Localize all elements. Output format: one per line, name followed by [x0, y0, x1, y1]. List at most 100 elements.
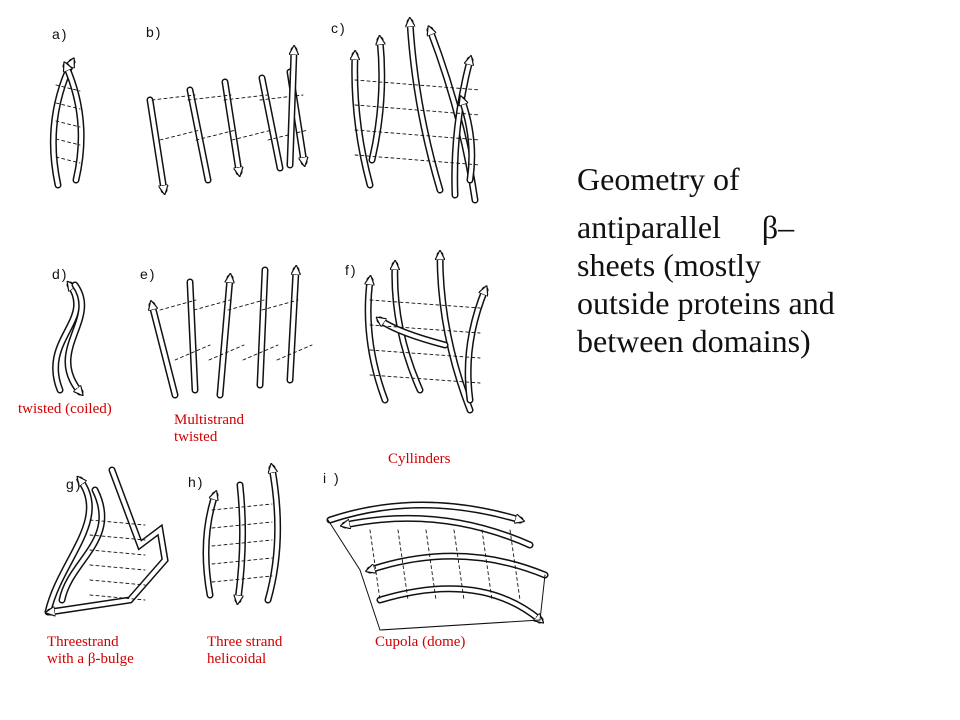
strand-30-core — [204, 495, 215, 597]
strand-18-core — [188, 280, 197, 392]
hbond-line — [55, 102, 81, 110]
hbond-line — [425, 529, 437, 601]
hbond-line — [174, 344, 211, 361]
hbond-line — [354, 129, 481, 141]
cupola-outline — [327, 519, 546, 631]
caption-f-line-1: Cyllinders — [388, 451, 451, 467]
strand-22-core — [368, 280, 387, 402]
hbond-line — [369, 299, 481, 309]
caption-h: Three strand helicoidal — [207, 634, 282, 668]
panel-label-b: b) — [146, 24, 163, 40]
hbond-line — [195, 129, 237, 141]
strand-24-core — [440, 255, 472, 412]
hbond-line — [55, 156, 81, 164]
hbond-line — [89, 519, 146, 526]
strand-26-core — [380, 320, 447, 347]
strand-5-core — [223, 80, 239, 172]
hbond-line — [211, 575, 273, 583]
hbond-line — [159, 299, 197, 311]
strand-20-core — [258, 268, 267, 387]
hbond-line — [211, 503, 273, 511]
strand-9-core — [355, 55, 372, 187]
hbond-line — [89, 594, 146, 601]
hbond-line — [261, 299, 299, 311]
hbond-line — [397, 529, 409, 601]
panel-label-e: e) — [140, 266, 157, 282]
hbond-line — [89, 549, 146, 556]
strand-8-core — [288, 50, 294, 167]
hbond-line — [208, 344, 245, 361]
strand-29-core — [50, 468, 168, 612]
hbond-line — [187, 94, 232, 101]
panel-label-i: i ) — [323, 470, 341, 486]
hbond-line — [193, 299, 231, 311]
panel-label-f: f) — [345, 262, 358, 278]
panel-label-d: d) — [52, 266, 69, 282]
hbond-line — [276, 344, 313, 361]
hbond-line — [369, 324, 481, 334]
hbond-line — [481, 529, 493, 601]
caption-e: Multistrand twisted — [174, 412, 244, 446]
hbond-line — [509, 529, 521, 601]
caption-g: Threestrand with a β-bulge — [47, 634, 134, 668]
strand-28-core — [60, 488, 104, 602]
caption-h-line-1: Three strand — [207, 634, 283, 650]
caption-i-line-1: Cupola (dome) — [375, 634, 466, 650]
hbond-line — [369, 529, 381, 601]
caption-e-line-2: twisted — [174, 429, 218, 445]
strand-2-core — [66, 66, 84, 182]
hbond-line — [223, 94, 268, 101]
hbond-line — [453, 529, 465, 601]
hbond-line — [354, 79, 481, 91]
strand-16-core — [66, 283, 82, 392]
hbond-line — [369, 374, 481, 384]
strand-33-core — [328, 503, 520, 520]
caption-g-line-1: Threestrand — [47, 634, 119, 650]
caption-d: twisted (coiled) — [18, 401, 112, 418]
strand-10-core — [370, 40, 382, 162]
hbond-line — [89, 534, 146, 541]
slide-title-line-5: between domains) — [577, 323, 811, 359]
strand-11-core — [410, 22, 442, 192]
caption-d-line-1: twisted (coiled) — [18, 401, 112, 417]
hbond-line — [55, 120, 81, 128]
hbond-line — [231, 129, 273, 141]
hbond-line — [354, 154, 481, 166]
strand-13-core — [452, 60, 470, 197]
strand-36-core — [378, 586, 540, 620]
strand-3-core — [148, 98, 164, 190]
strand-17-core — [152, 305, 177, 397]
hbond-line — [55, 138, 81, 146]
caption-h-line-2: helicoidal — [207, 651, 267, 667]
strand-19-core — [218, 278, 230, 397]
caption-i: Cupola (dome) — [375, 634, 465, 651]
slide-title: Geometry of antiparallel   β– sheets (mo… — [577, 160, 947, 360]
hbond-line — [151, 94, 196, 101]
caption-f: Cyllinders — [388, 451, 451, 468]
hbond-line — [211, 557, 273, 565]
strand-15-core — [53, 285, 79, 392]
strand-31-core — [238, 483, 245, 600]
hbond-line — [369, 349, 481, 359]
hbond-line — [89, 564, 146, 571]
strand-6-core — [260, 76, 282, 170]
hbond-line — [55, 84, 81, 92]
hbond-line — [159, 129, 201, 141]
caption-g-line-2: with a β-bulge — [47, 651, 134, 667]
strand-34-core — [345, 516, 532, 547]
panel-label-h: h) — [188, 474, 205, 490]
hbond-line — [211, 539, 273, 547]
slide-title-line-1: Geometry of — [577, 161, 740, 197]
strand-14-core — [462, 100, 474, 182]
hbond-line — [211, 521, 273, 529]
hbond-line — [89, 579, 146, 586]
strand-32-core — [266, 468, 280, 602]
strand-4-core — [188, 88, 210, 182]
panel-label-c: c) — [331, 20, 347, 36]
slide-title-line-2: antiparallel   β– — [577, 209, 795, 245]
strand-drawings — [46, 22, 549, 631]
slide-title-line-4: outside proteins and — [577, 285, 835, 321]
strand-27-core — [46, 480, 92, 614]
strand-21-core — [288, 270, 296, 382]
